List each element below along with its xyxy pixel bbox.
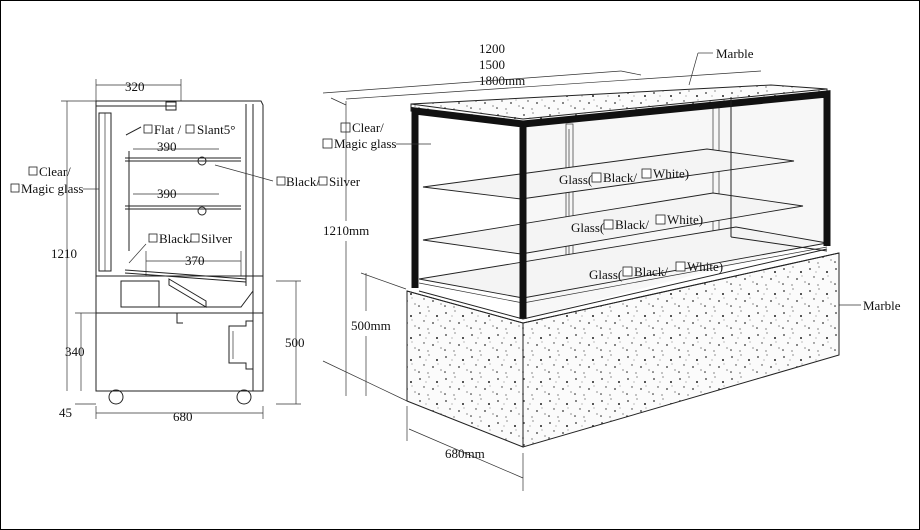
side-view: 320 Flat / Slant5° 390 Black/ Silver 390: [10, 79, 361, 424]
front-frame-left: [411, 107, 527, 319]
side-glass-clear: Clear/: [39, 164, 71, 179]
front-frame-right: [522, 90, 831, 246]
shelf-dim-1: 390: [157, 139, 177, 154]
glass-shelf-upper: [422, 148, 795, 200]
wheel-icon: [108, 389, 124, 405]
shelf-dim-2: 390: [157, 186, 177, 201]
bracket-color-upper: Black/: [286, 174, 320, 189]
persp-glass-clear: Clear/: [352, 120, 384, 135]
marble-top-label: Marble: [716, 46, 754, 61]
persp-depth: 680mm: [445, 446, 485, 461]
cabinet-outline: [95, 100, 264, 392]
side-height-lower: 340: [65, 344, 85, 359]
side-glass-magic: Magic glass: [21, 181, 83, 196]
bracket-color-lower-2: Silver: [201, 231, 233, 246]
side-height-total: 1210: [51, 246, 77, 261]
glass-shelf-middle-white: White): [667, 212, 703, 227]
length-1800: 1800mm: [479, 73, 525, 88]
glass-shelf-bottom-black: Black/: [634, 264, 668, 279]
glass-shelf-middle-black: Black/: [615, 217, 649, 232]
bracket-color-lower: Black/: [159, 231, 193, 246]
side-wheel-height: 45: [59, 405, 72, 420]
shelf-option-flat: Flat /: [154, 122, 181, 137]
glass-shelf-bottom-prefix: Glass(: [589, 267, 622, 282]
glass-shelf-upper-prefix: Glass(: [559, 172, 592, 187]
glass-shelf-middle-prefix: Glass(: [571, 220, 604, 235]
width-top-label: 320: [125, 79, 145, 94]
length-1500: 1500: [479, 57, 505, 72]
side-depth: 680: [173, 409, 193, 424]
glass-shelf-bottom-white: White): [687, 259, 723, 274]
length-1200: 1200: [479, 41, 505, 56]
perspective-view: 1200 1500 1800mm Marble Gla: [322, 41, 901, 491]
side-height-base: 500: [285, 335, 305, 350]
wheel-icon: [236, 389, 252, 405]
persp-height-base: 500mm: [351, 318, 391, 333]
glass-shelf-upper-white: White): [653, 166, 689, 181]
persp-height-total: 1210mm: [323, 223, 369, 238]
persp-glass-magic: Magic glass: [334, 136, 396, 151]
bracket-color-upper-2: Silver: [329, 174, 361, 189]
marble-side-label: Marble: [863, 298, 901, 313]
bottom-shelf-dim: 370: [185, 253, 205, 268]
shelf-option-slant: Slant5°: [197, 122, 235, 137]
glass-shelf-upper-black: Black/: [603, 170, 637, 185]
